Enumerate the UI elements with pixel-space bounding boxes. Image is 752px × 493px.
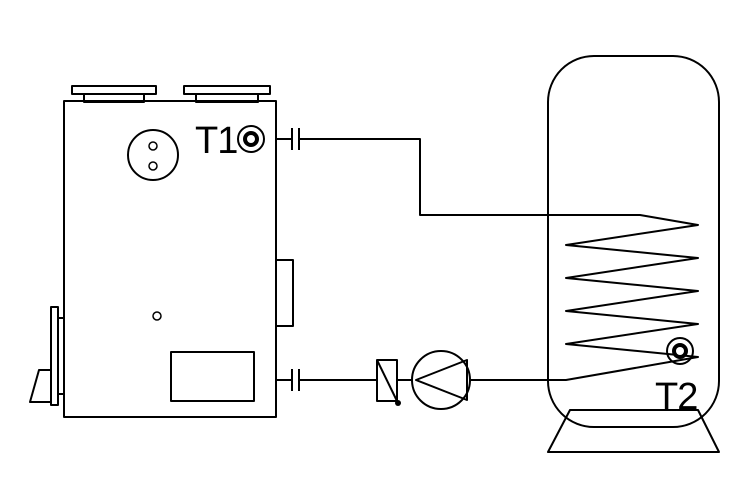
boiler-side-panel	[275, 259, 294, 327]
boiler-top-collar-left	[71, 85, 157, 103]
check-valve	[376, 359, 401, 406]
sensor-t1-label: T1	[195, 120, 237, 162]
sensor-t2-label: T2	[655, 376, 697, 418]
temperature-sensor-icon	[237, 125, 265, 153]
return-flange	[276, 369, 300, 391]
tank-vessel	[547, 55, 720, 428]
storage-tank	[547, 55, 720, 453]
boiler-top-collar-right	[183, 85, 271, 103]
tank-stand	[547, 409, 720, 453]
supply-pipe	[299, 138, 548, 216]
circulation-pump	[411, 350, 471, 410]
boiler	[29, 85, 294, 418]
supply-flange	[276, 128, 300, 150]
temperature-sensor-icon	[666, 337, 694, 365]
boiler-port	[152, 311, 162, 321]
heat-exchanger-coil	[548, 214, 699, 381]
gauge-dial	[127, 129, 179, 181]
boiler-door	[170, 351, 255, 402]
burner-assembly	[29, 306, 65, 406]
